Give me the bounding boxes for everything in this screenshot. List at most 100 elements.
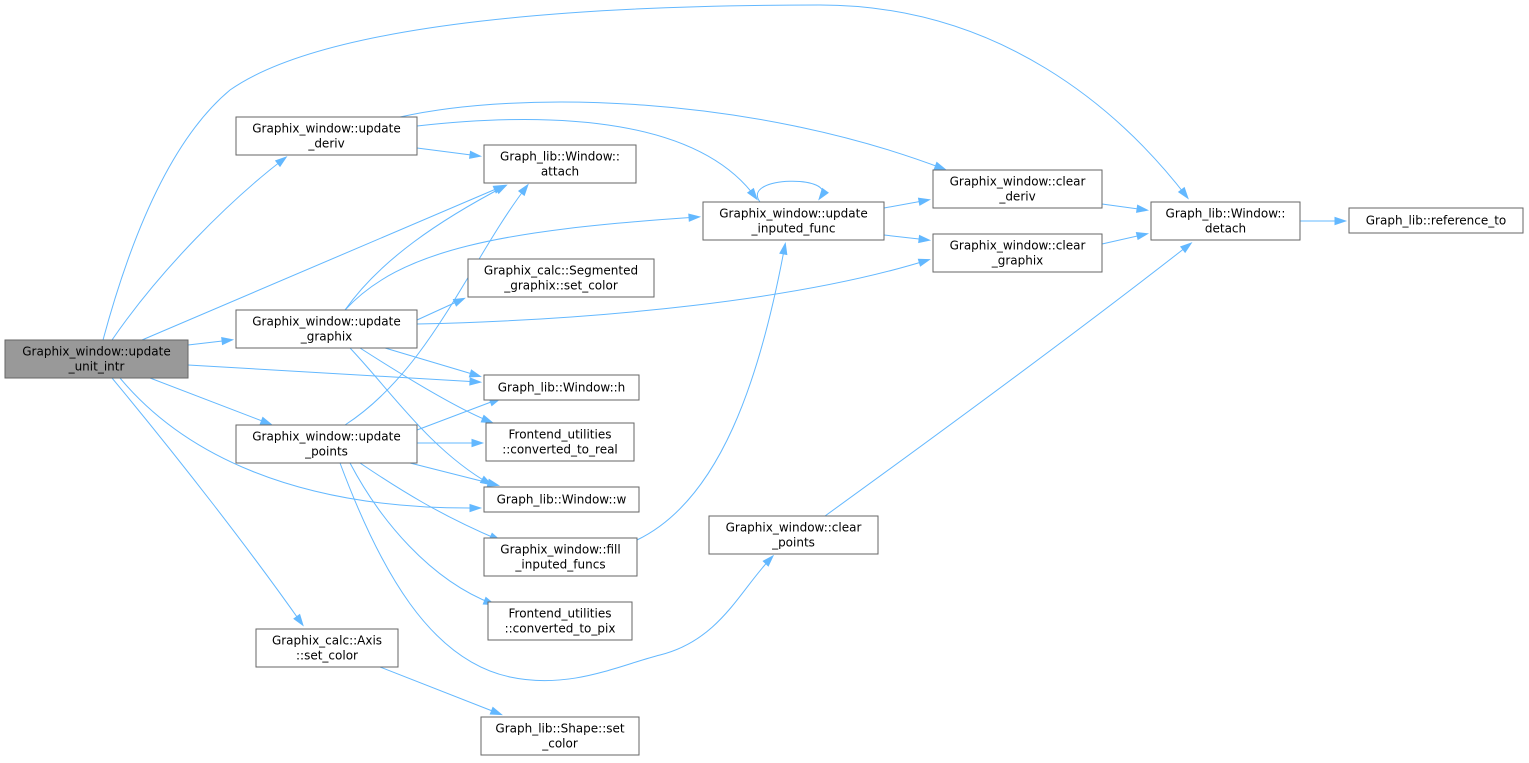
edge-line [349,347,491,485]
edge-arrowhead [517,183,529,197]
node-label-line: ::set_color [296,649,358,663]
edge-arrowhead [469,377,483,386]
node-label-line: Graphix_window::clear [726,521,862,535]
node-label-line: detach [1205,222,1246,236]
edge-arrowhead [469,503,483,513]
node-update_unit_intr[interactable]: Graphix_window::update_unit_intr [4,339,189,379]
edge-update_deriv-to-clear_deriv [399,101,947,171]
node-attach[interactable]: Graph_lib::Window::attach [483,144,637,184]
edge-line [149,377,271,425]
node-label-line: _inputed_funcs [514,558,605,572]
edge-arrowhead [818,187,829,201]
edge-update_deriv-to-attach [416,147,483,159]
node-label-line: _points [771,536,815,550]
edge-arrowhead [688,213,702,222]
edge-arrowhead [917,258,931,267]
node-label-line: Graph_lib::Shape::set [495,722,624,736]
node-label-line: Graphix_window::clear [950,239,1086,253]
edge-line [399,101,945,170]
edges-layer [102,4,1348,716]
edge-clear_graphix-to-detach [1101,232,1150,245]
node-label-line: _unit_intr [68,360,125,374]
edge-arrowhead [917,197,932,206]
node-label-line: ::converted_to_real [502,443,618,457]
node-label-line: Graph_lib::Window:: [1166,207,1286,221]
node-converted_to_pix[interactable]: Frontend_utilities::converted_to_pix [487,601,633,641]
node-label-line: Graph_lib::Window::h [498,381,626,395]
node-clear_points[interactable]: Graphix_window::clear_points [708,515,879,555]
node-box [4,339,189,379]
edge-update_graphix-to-converted_to_real [359,347,494,424]
node-clear_deriv[interactable]: Graphix_window::clear_deriv [932,169,1103,209]
edge-line [187,364,480,383]
edge-arrowhead [274,156,288,168]
edge-arrowhead [1136,204,1150,213]
edge-arrowhead [489,706,503,716]
node-converted_to_real[interactable]: Frontend_utilities::converted_to_real [485,422,635,462]
edge-arrowhead [471,438,485,448]
edge-update_unit_intr-to-update_points [149,377,273,426]
node-label-line: Graphix_calc::Axis [272,634,382,648]
edge-line [756,180,824,203]
node-seg_set_color[interactable]: Graphix_calc::Segmented_graphix::set_col… [467,258,655,298]
node-label-line: Frontend_utilities [509,428,612,442]
node-label-line: Graphix_window::update [252,315,400,329]
edge-arrowhead [469,150,483,159]
node-clear_graphix[interactable]: Graphix_window::clear_graphix [932,233,1103,273]
edge-update_graphix-to-clear_graphix [416,258,931,325]
edge-line [339,462,773,682]
edge-line [416,398,500,431]
edge-clear_points-to-detach [824,242,1193,517]
edge-update_points-to-attach [344,183,529,426]
node-label-line: ::converted_to_pix [505,622,616,636]
node-box [483,144,637,184]
edge-axis_set_color-to-shape_set_color [379,666,503,716]
edge-line [111,157,286,341]
nodes-layer: Graphix_window::update_unit_intrGraphix_… [4,116,1524,756]
edge-line [344,185,528,426]
edge-arrowhead [746,187,758,201]
edge-line [416,259,929,325]
node-fill_inputed_funcs[interactable]: Graphix_window::fill_inputed_funcs [483,537,638,577]
node-reference_to[interactable]: Graph_lib::reference_to [1348,207,1524,234]
edge-arrowhead [1177,186,1189,200]
edge-arrowhead [480,414,494,424]
node-label-line: Graphix_calc::Segmented [484,264,638,278]
node-update_points[interactable]: Graphix_window::update_points [235,424,418,464]
node-box [702,201,885,241]
edge-line [409,462,498,486]
node-update_graphix[interactable]: Graphix_window::update_graphix [235,309,418,349]
node-detach[interactable]: Graph_lib::Window::detach [1150,201,1301,241]
edge-update_graphix-to-window_h [384,347,482,378]
node-axis_set_color[interactable]: Graphix_calc::Axis::set_color [255,628,399,668]
edge-update_graphix-to-attach [344,184,508,311]
edge-line [344,185,506,311]
edge-line [102,4,1188,341]
edge-update_graphix-to-update_inputed_func [344,213,702,311]
edge-line [636,244,786,541]
node-label-line: Graphix_window::update [252,122,400,136]
edge-arrowhead [933,161,947,171]
edge-arrowhead [762,554,775,567]
node-label-line: Graph_lib::reference_to [1366,214,1507,228]
node-update_inputed_func[interactable]: Graphix_window::update_inputed_func [702,201,885,241]
edge-arrowhead [918,234,932,244]
node-box [235,309,418,349]
edge-detach-to-reference_to [1300,216,1348,226]
edge-update_points-to-clear_points [339,462,775,682]
node-window_w[interactable]: Graph_lib::Window::w [483,486,640,513]
node-label-line: _color [541,737,578,751]
node-shape_set_color[interactable]: Graph_lib::Shape::set_color [480,716,640,756]
node-label-line: Graphix_window::clear [950,175,1086,189]
edge-line [416,147,480,157]
node-box [235,424,418,464]
edge-update_unit_intr-to-axis_set_color [111,377,304,627]
node-box [487,601,633,641]
node-update_deriv[interactable]: Graphix_window::update_deriv [235,116,418,156]
edge-arrowhead [293,613,304,627]
node-label-line: _graphix [991,254,1044,268]
node-box [708,515,879,555]
edge-update_points-to-converted_to_real [417,438,485,448]
node-window_h[interactable]: Graph_lib::Window::h [483,374,640,401]
